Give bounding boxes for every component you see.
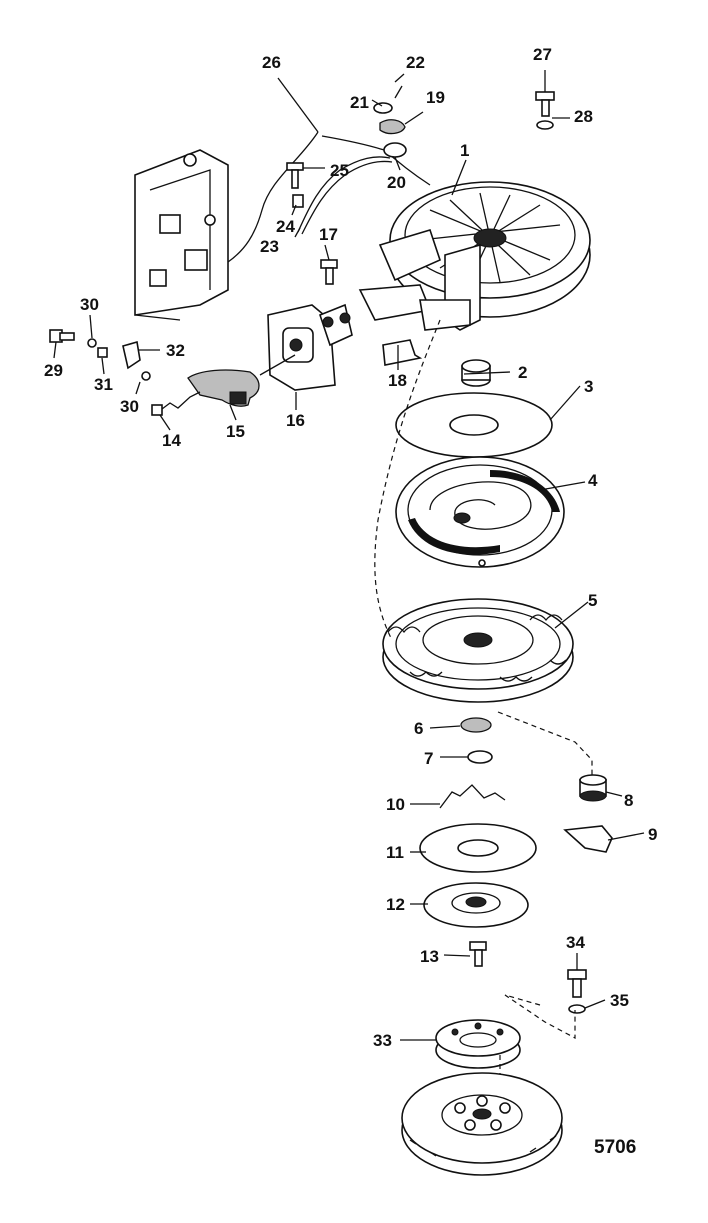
bolt-17 [320, 259, 338, 285]
bushing-6 [460, 717, 492, 733]
callout-15: 15 [226, 422, 245, 441]
callout-1: 1 [460, 141, 469, 160]
pulley-5 [382, 598, 574, 703]
bolt-34 [567, 969, 587, 998]
callout-16: 16 [286, 411, 305, 430]
nut-30-upper [87, 338, 97, 348]
nut-30-lower [141, 371, 151, 381]
flywheel [401, 1072, 563, 1176]
figure-number: 5706 [594, 1137, 636, 1158]
callout-7: 7 [424, 749, 433, 768]
callout-3: 3 [584, 377, 593, 396]
callout-12: 12 [386, 895, 405, 914]
washer-11 [419, 823, 537, 873]
leader-lines [53, 70, 645, 1041]
callout-4: 4 [588, 471, 598, 490]
callout-19: 19 [426, 88, 445, 107]
bolt-29 [49, 329, 75, 343]
callout-14: 14 [162, 431, 181, 450]
part-32 [122, 340, 141, 370]
callout-29: 29 [44, 361, 63, 380]
washer-28 [536, 120, 554, 130]
clamp-19 [379, 119, 406, 135]
handle-15 [187, 354, 296, 407]
callout-23: 23 [260, 237, 279, 256]
callout-32: 32 [166, 341, 185, 360]
starter-housing [358, 181, 591, 331]
clip-24 [292, 194, 304, 208]
callout-13: 13 [420, 947, 439, 966]
washer-35 [568, 1004, 586, 1014]
mounting-bracket [134, 149, 229, 321]
callout-labels: 1 2 3 4 5 6 7 8 9 10 11 12 13 14 15 16 1… [44, 45, 657, 1050]
callout-9: 9 [648, 825, 657, 844]
ring-7 [467, 750, 493, 764]
bolt-13 [469, 941, 487, 967]
pawl-9 [563, 825, 613, 853]
callout-33: 33 [373, 1031, 392, 1050]
rope-guide-16 [267, 303, 353, 391]
callout-30-upper: 30 [80, 295, 99, 314]
callout-17: 17 [319, 225, 338, 244]
lockout-18 [382, 339, 423, 366]
callout-5: 5 [588, 591, 597, 610]
callout-11: 11 [386, 843, 404, 862]
part-31 [97, 347, 108, 358]
callout-21: 21 [350, 93, 369, 112]
bolt-25 [286, 162, 304, 189]
callout-10: 10 [386, 795, 405, 814]
callout-26: 26 [262, 53, 281, 72]
callout-18: 18 [388, 371, 407, 390]
callout-22: 22 [406, 53, 425, 72]
spring-8 [579, 774, 607, 802]
callout-24: 24 [276, 217, 295, 236]
callout-8: 8 [624, 791, 633, 810]
washer-3 [395, 392, 553, 458]
callout-28: 28 [574, 107, 593, 126]
callout-20: 20 [387, 173, 406, 192]
callout-30-lower: 30 [120, 397, 139, 416]
callout-25: 25 [330, 161, 349, 180]
clip-20 [383, 142, 407, 158]
callout-34: 34 [566, 933, 585, 952]
bolt-27 [535, 91, 555, 117]
callout-2: 2 [518, 363, 527, 382]
spring-4 [395, 456, 565, 568]
callout-31: 31 [94, 375, 113, 394]
plate-12 [423, 882, 529, 928]
washer-21 [373, 102, 393, 114]
callout-6: 6 [414, 719, 423, 738]
cup-33 [435, 1019, 521, 1069]
callout-27: 27 [533, 45, 552, 64]
clip-10 [439, 784, 506, 809]
parts-artwork [49, 85, 613, 1176]
callout-35: 35 [610, 991, 629, 1010]
